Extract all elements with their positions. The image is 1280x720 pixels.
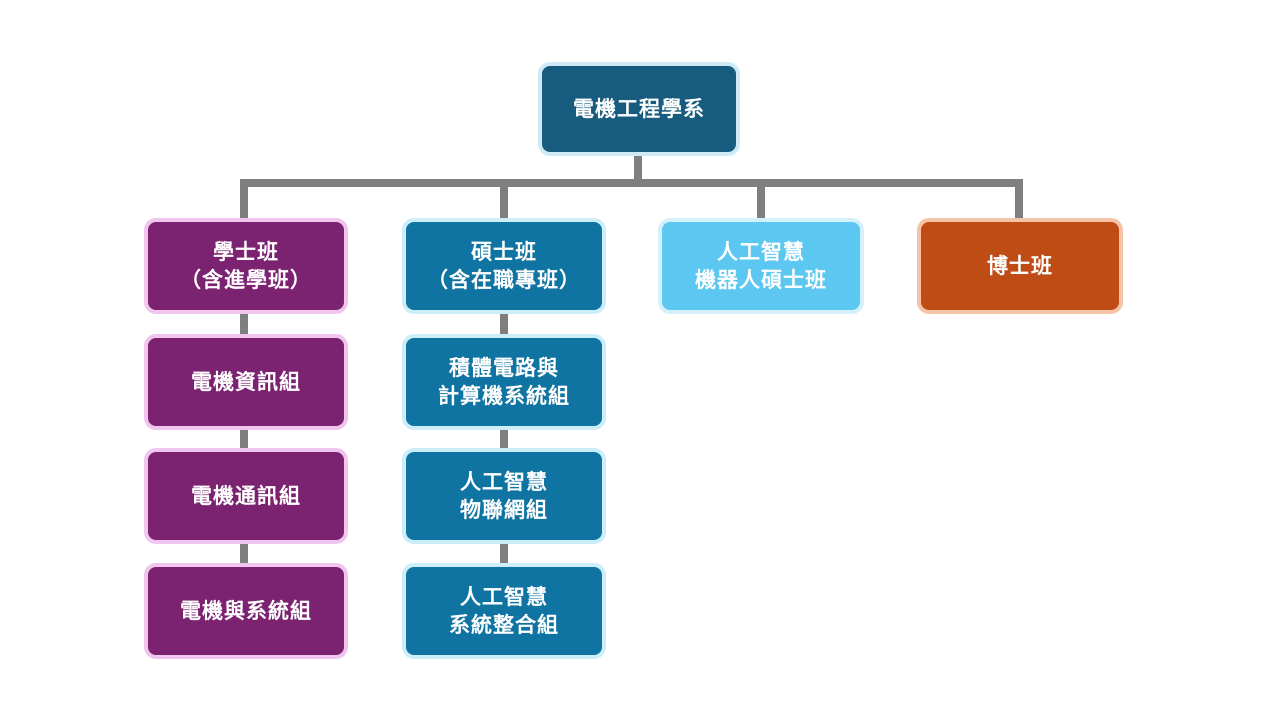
- ai-master-line2: 機器人碩士班: [695, 268, 827, 292]
- track-line1: 人工智慧: [460, 470, 548, 494]
- master-track-ai-iot: 人工智慧 物聯網組: [402, 448, 606, 544]
- track-label: 電機與系統組: [180, 599, 312, 623]
- track-label: 電機資訊組: [191, 370, 301, 394]
- track-line2: 計算機系統組: [438, 384, 570, 408]
- bachelor-subtitle: （含進學班）: [180, 268, 312, 292]
- bachelor-track-ee-systems: 電機與系統組: [144, 563, 348, 659]
- master-track-ic-computer: 積體電路與 計算機系統組: [402, 334, 606, 430]
- track-line2: 系統整合組: [449, 613, 559, 637]
- bachelor-title: 學士班: [213, 240, 279, 264]
- master-node: 碩士班 （含在職專班）: [402, 218, 606, 314]
- track-label: 電機通訊組: [191, 484, 301, 508]
- master-track-ai-integration: 人工智慧 系統整合組: [402, 563, 606, 659]
- bachelor-track-ee-comm: 電機通訊組: [144, 448, 348, 544]
- ai-master-line1: 人工智慧: [717, 240, 805, 264]
- track-line1: 積體電路與: [449, 356, 559, 380]
- bachelor-node: 學士班 （含進學班）: [144, 218, 348, 314]
- track-line1: 人工智慧: [460, 585, 548, 609]
- bachelor-track-ee-info: 電機資訊組: [144, 334, 348, 430]
- track-line2: 物聯網組: [460, 498, 548, 522]
- root-node: 電機工程學系: [538, 62, 740, 156]
- master-title: 碩士班: [471, 240, 537, 264]
- root-label: 電機工程學系: [573, 97, 705, 121]
- ai-robotics-master-node: 人工智慧 機器人碩士班: [658, 218, 864, 314]
- master-subtitle: （含在職專班）: [427, 268, 581, 292]
- phd-label: 博士班: [987, 254, 1053, 278]
- phd-node: 博士班: [917, 218, 1123, 314]
